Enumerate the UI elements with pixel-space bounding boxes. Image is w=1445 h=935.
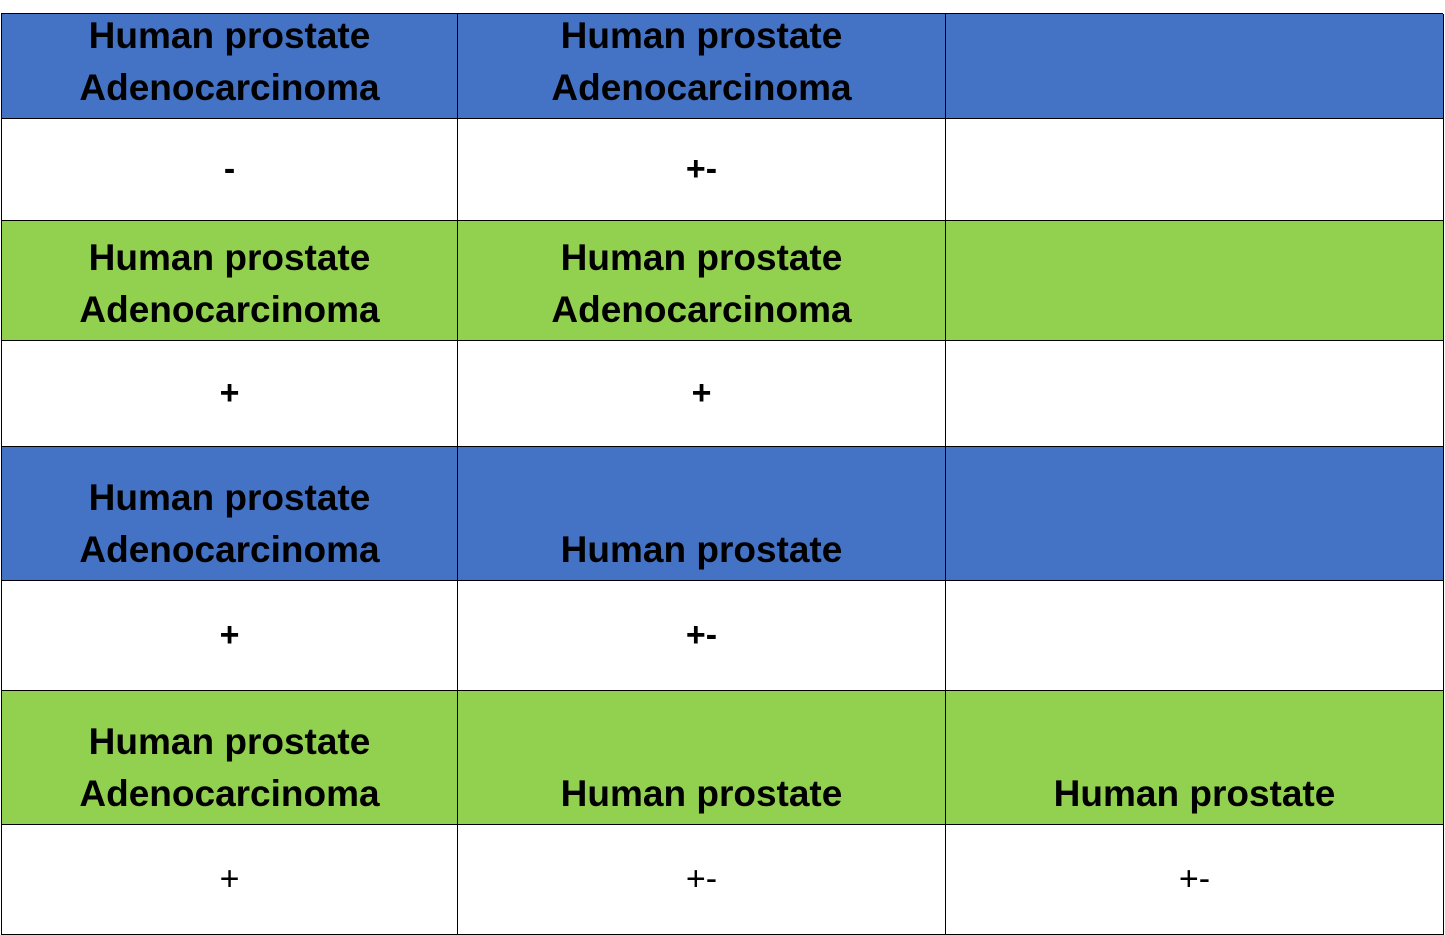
header-cell-r1-c1: Human prostate Adenocarcinoma xyxy=(2,14,458,119)
header-line2: Adenocarcinoma xyxy=(551,289,852,330)
header-cell-r3-c3 xyxy=(946,221,1444,341)
header-line2: Human prostate xyxy=(560,773,843,814)
header-cell-r7-c1: Human prostate Adenocarcinoma xyxy=(2,691,458,825)
header-cell-r5-c1: Human prostate Adenocarcinoma xyxy=(2,447,458,581)
header-line1: Human prostate xyxy=(88,477,371,518)
value-cell-r8-c2: +- xyxy=(458,825,946,935)
value-cell-r6-c1: + xyxy=(2,581,458,691)
value-cell-r8-c1: + xyxy=(2,825,458,935)
header-line2: Adenocarcinoma xyxy=(79,773,380,814)
header-line2: Human prostate xyxy=(1053,773,1336,814)
value-cell-r4-c1: + xyxy=(2,341,458,447)
header-cell-r5-c3 xyxy=(946,447,1444,581)
value-cell-r2-c3 xyxy=(946,119,1444,221)
header-cell-r3-c1: Human prostate Adenocarcinoma xyxy=(2,221,458,341)
header-line2: Adenocarcinoma xyxy=(79,529,380,570)
value-cell-r4-c2: + xyxy=(458,341,946,447)
header-line2: Human prostate xyxy=(560,529,843,570)
header-line2: Adenocarcinoma xyxy=(79,67,380,108)
header-line1: Human prostate xyxy=(560,15,843,56)
results-table: Human prostate Adenocarcinoma Human pros… xyxy=(1,13,1444,935)
header-cell-r5-c2: Human prostate xyxy=(458,447,946,581)
header-line1: Human prostate xyxy=(88,721,371,762)
header-cell-r3-c2: Human prostate Adenocarcinoma xyxy=(458,221,946,341)
value-cell-r2-c2: +- xyxy=(458,119,946,221)
header-cell-r1-c3 xyxy=(946,14,1444,119)
value-cell-r2-c1: - xyxy=(2,119,458,221)
header-cell-r1-c2: Human prostate Adenocarcinoma xyxy=(458,14,946,119)
value-cell-r6-c2: +- xyxy=(458,581,946,691)
header-cell-r7-c3: Human prostate xyxy=(946,691,1444,825)
header-line1: Human prostate xyxy=(88,15,371,56)
value-cell-r4-c3 xyxy=(946,341,1444,447)
header-line2: Adenocarcinoma xyxy=(551,67,852,108)
value-cell-r6-c3 xyxy=(946,581,1444,691)
header-line1: Human prostate xyxy=(88,237,371,278)
value-cell-r8-c3: +- xyxy=(946,825,1444,935)
header-line2: Adenocarcinoma xyxy=(79,289,380,330)
header-cell-r7-c2: Human prostate xyxy=(458,691,946,825)
header-line1: Human prostate xyxy=(560,237,843,278)
